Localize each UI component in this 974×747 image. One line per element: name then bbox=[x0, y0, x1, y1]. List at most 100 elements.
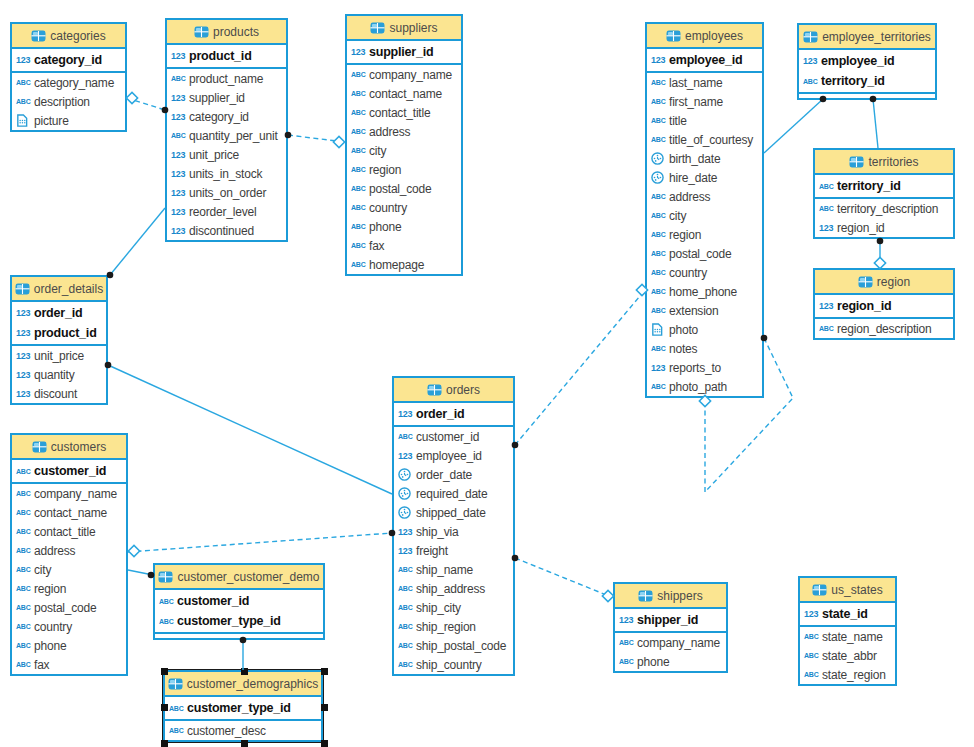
field-ship_name[interactable]: ABCship_name bbox=[394, 560, 513, 579]
field-address[interactable]: ABCaddress bbox=[647, 187, 762, 206]
field-reports_to[interactable]: 123reports_to bbox=[647, 358, 762, 377]
field-city[interactable]: ABCcity bbox=[347, 141, 461, 160]
field-postal_code[interactable]: ABCpostal_code bbox=[647, 244, 762, 263]
selection-handle[interactable] bbox=[241, 668, 248, 675]
field-address[interactable]: ABCaddress bbox=[347, 122, 461, 141]
selection-handle[interactable] bbox=[321, 668, 328, 675]
field-reorder_level[interactable]: 123reorder_level bbox=[167, 202, 286, 221]
entity-customer_customer_demo[interactable]: customer_customer_demoABCcustomer_idABCc… bbox=[153, 563, 325, 640]
entity-header[interactable]: us_states bbox=[800, 578, 895, 603]
entity-header[interactable]: territories bbox=[815, 150, 953, 175]
entity-customers[interactable]: customersABCcustomer_idABCcompany_nameAB… bbox=[10, 433, 128, 676]
field-discount[interactable]: 123discount bbox=[12, 384, 106, 403]
pk-field-product_id[interactable]: 123product_id bbox=[167, 46, 286, 66]
field-country[interactable]: ABCcountry bbox=[647, 263, 762, 282]
field-customer_desc[interactable]: ABCcustomer_desc bbox=[165, 721, 321, 740]
entity-header[interactable]: categories bbox=[12, 24, 125, 49]
field-picture[interactable]: picture bbox=[12, 111, 125, 130]
entity-header[interactable]: customers bbox=[12, 435, 126, 460]
pk-field-product_id[interactable]: 123product_id bbox=[12, 323, 106, 343]
entity-header[interactable]: suppliers bbox=[347, 16, 461, 41]
field-photo[interactable]: photo bbox=[647, 320, 762, 339]
field-country[interactable]: ABCcountry bbox=[347, 198, 461, 217]
field-state_name[interactable]: ABCstate_name bbox=[800, 627, 895, 646]
selection-handle[interactable] bbox=[241, 740, 248, 747]
field-customer_id[interactable]: ABCcustomer_id bbox=[394, 427, 513, 446]
pk-field-customer_type_id[interactable]: ABCcustomer_type_id bbox=[155, 611, 323, 631]
field-ship_region[interactable]: ABCship_region bbox=[394, 617, 513, 636]
field-category_id[interactable]: 123category_id bbox=[167, 107, 286, 126]
field-phone[interactable]: ABCphone bbox=[347, 217, 461, 236]
entity-shippers[interactable]: shippers123shipper_idABCcompany_nameABCp… bbox=[613, 582, 728, 673]
field-birth_date[interactable]: birth_date bbox=[647, 149, 762, 168]
entity-header[interactable]: orders bbox=[394, 378, 513, 403]
pk-field-employee_id[interactable]: 123employee_id bbox=[799, 51, 935, 71]
field-phone[interactable]: ABCphone bbox=[615, 652, 726, 671]
field-country[interactable]: ABCcountry bbox=[12, 617, 126, 636]
field-ship_postal_code[interactable]: ABCship_postal_code bbox=[394, 636, 513, 655]
field-contact_title[interactable]: ABCcontact_title bbox=[12, 522, 126, 541]
field-contact_name[interactable]: ABCcontact_name bbox=[12, 503, 126, 522]
pk-field-supplier_id[interactable]: 123supplier_id bbox=[347, 42, 461, 62]
field-required_date[interactable]: required_date bbox=[394, 484, 513, 503]
field-company_name[interactable]: ABCcompany_name bbox=[347, 65, 461, 84]
field-contact_title[interactable]: ABCcontact_title bbox=[347, 103, 461, 122]
field-first_name[interactable]: ABCfirst_name bbox=[647, 92, 762, 111]
entity-territories[interactable]: territoriesABCterritory_idABCterritory_d… bbox=[813, 148, 955, 239]
entity-orders[interactable]: orders123order_idABCcustomer_id123employ… bbox=[392, 376, 515, 676]
field-discontinued[interactable]: 123discontinued bbox=[167, 221, 286, 240]
entity-header[interactable]: order_details bbox=[12, 277, 106, 302]
field-extension[interactable]: ABCextension bbox=[647, 301, 762, 320]
entity-customer_demographics[interactable]: customer_demographicsABCcustomer_type_id… bbox=[163, 670, 323, 742]
pk-field-customer_type_id[interactable]: ABCcustomer_type_id bbox=[165, 698, 321, 718]
field-quantity_per_unit[interactable]: ABCquantity_per_unit bbox=[167, 126, 286, 145]
entity-header[interactable]: customer_demographics bbox=[165, 672, 321, 697]
field-unit_price[interactable]: 123unit_price bbox=[167, 145, 286, 164]
field-region[interactable]: ABCregion bbox=[12, 579, 126, 598]
field-order_date[interactable]: order_date bbox=[394, 465, 513, 484]
entity-header[interactable]: customer_customer_demo bbox=[155, 565, 323, 590]
field-ship_address[interactable]: ABCship_address bbox=[394, 579, 513, 598]
field-phone[interactable]: ABCphone bbox=[12, 636, 126, 655]
pk-field-order_id[interactable]: 123order_id bbox=[12, 303, 106, 323]
field-description[interactable]: ABCdescription bbox=[12, 92, 125, 111]
entity-header[interactable]: products bbox=[167, 20, 286, 45]
field-unit_price[interactable]: 123unit_price bbox=[12, 346, 106, 365]
field-photo_path[interactable]: ABCphoto_path bbox=[647, 377, 762, 396]
pk-field-customer_id[interactable]: ABCcustomer_id bbox=[155, 591, 323, 611]
entity-region[interactable]: region123region_idABCregion_description bbox=[813, 268, 955, 340]
field-ship_city[interactable]: ABCship_city bbox=[394, 598, 513, 617]
field-freight[interactable]: 123freight bbox=[394, 541, 513, 560]
selection-handle[interactable] bbox=[161, 704, 168, 711]
field-address[interactable]: ABCaddress bbox=[12, 541, 126, 560]
field-shipped_date[interactable]: shipped_date bbox=[394, 503, 513, 522]
pk-field-territory_id[interactable]: ABCterritory_id bbox=[799, 71, 935, 91]
pk-field-employee_id[interactable]: 123employee_id bbox=[647, 50, 762, 70]
field-homepage[interactable]: ABChomepage bbox=[347, 255, 461, 274]
field-city[interactable]: ABCcity bbox=[12, 560, 126, 579]
entity-header[interactable]: shippers bbox=[615, 584, 726, 609]
field-region_description[interactable]: ABCregion_description bbox=[815, 319, 953, 338]
entity-categories[interactable]: categories123category_idABCcategory_name… bbox=[10, 22, 127, 132]
field-home_phone[interactable]: ABChome_phone bbox=[647, 282, 762, 301]
field-company_name[interactable]: ABCcompany_name bbox=[615, 633, 726, 652]
field-contact_name[interactable]: ABCcontact_name bbox=[347, 84, 461, 103]
entity-us_states[interactable]: us_states123state_idABCstate_nameABCstat… bbox=[798, 576, 897, 686]
entity-order_details[interactable]: order_details123order_id123product_id 123… bbox=[10, 275, 108, 405]
field-title_of_courtesy[interactable]: ABCtitle_of_courtesy bbox=[647, 130, 762, 149]
entity-header[interactable]: region bbox=[815, 270, 953, 295]
field-supplier_id[interactable]: 123supplier_id bbox=[167, 88, 286, 107]
selection-handle[interactable] bbox=[321, 740, 328, 747]
field-units_on_order[interactable]: 123units_on_order bbox=[167, 183, 286, 202]
pk-field-category_id[interactable]: 123category_id bbox=[12, 50, 125, 70]
pk-field-region_id[interactable]: 123region_id bbox=[815, 296, 953, 316]
field-region[interactable]: ABCregion bbox=[647, 225, 762, 244]
field-state_abbr[interactable]: ABCstate_abbr bbox=[800, 646, 895, 665]
entity-employees[interactable]: employees123employee_idABClast_nameABCfi… bbox=[645, 22, 764, 398]
field-hire_date[interactable]: hire_date bbox=[647, 168, 762, 187]
pk-field-state_id[interactable]: 123state_id bbox=[800, 604, 895, 624]
field-postal_code[interactable]: ABCpostal_code bbox=[12, 598, 126, 617]
field-region_id[interactable]: 123region_id bbox=[815, 218, 953, 237]
entity-suppliers[interactable]: suppliers123supplier_idABCcompany_nameAB… bbox=[345, 14, 463, 276]
field-quantity[interactable]: 123quantity bbox=[12, 365, 106, 384]
